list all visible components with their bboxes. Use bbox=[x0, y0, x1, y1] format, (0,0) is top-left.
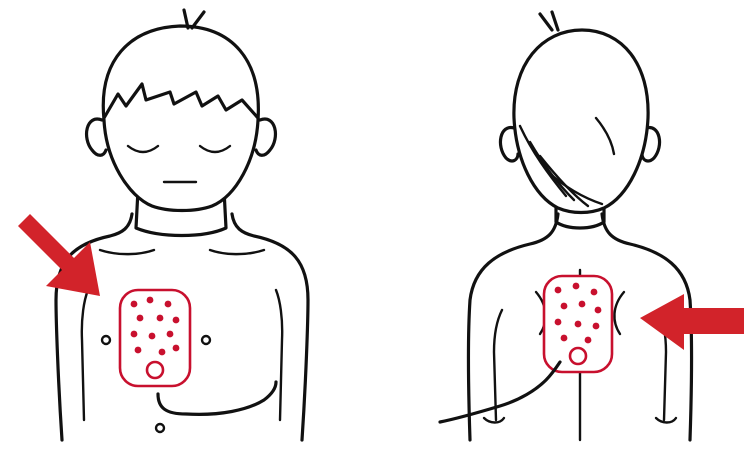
pad-dot bbox=[591, 289, 598, 296]
pad-dot bbox=[167, 331, 174, 338]
pad-dot bbox=[575, 321, 582, 328]
pad-dot bbox=[131, 301, 138, 308]
front-nipple-left bbox=[102, 336, 110, 344]
chest-pad-icon bbox=[120, 290, 190, 386]
pad-dot bbox=[131, 331, 138, 338]
back-figure bbox=[469, 12, 692, 440]
front-left-arm-line bbox=[82, 290, 88, 420]
pad-dot bbox=[585, 337, 592, 344]
pad-dot bbox=[157, 315, 164, 322]
back-pad-icon bbox=[544, 276, 612, 372]
front-right-arm-line bbox=[276, 290, 282, 420]
cable-icon bbox=[440, 362, 560, 422]
pad-dot bbox=[173, 345, 180, 352]
front-nipple-right bbox=[202, 336, 210, 344]
front-hair-tuft bbox=[184, 10, 204, 28]
front-collarbone-left bbox=[100, 250, 154, 254]
front-collarbone-right bbox=[210, 250, 264, 254]
pad-outline bbox=[120, 290, 190, 386]
pad-dot bbox=[561, 303, 568, 310]
front-navel bbox=[156, 424, 164, 432]
back-head bbox=[514, 30, 648, 213]
pad-dot bbox=[579, 301, 586, 308]
back-blade-right bbox=[614, 292, 624, 334]
pad-dot bbox=[593, 323, 600, 330]
back-elbow-right bbox=[656, 418, 676, 423]
pad-dot bbox=[147, 297, 154, 304]
pad-dot bbox=[165, 301, 172, 308]
pad-dot bbox=[149, 333, 156, 340]
pad-dot bbox=[173, 317, 180, 324]
pad-dot bbox=[573, 283, 580, 290]
pad-dot bbox=[595, 307, 602, 314]
arrow-down-right-icon bbox=[18, 214, 100, 296]
pad-dot bbox=[555, 319, 562, 326]
pad-dot bbox=[561, 335, 568, 342]
back-elbow-left bbox=[484, 418, 504, 423]
back-arm-line-left bbox=[494, 310, 502, 420]
pad-dot bbox=[135, 347, 142, 354]
back-hair-tuft bbox=[540, 12, 558, 30]
pad-dot bbox=[159, 349, 166, 356]
pad-dot bbox=[555, 287, 562, 294]
pad-dot bbox=[137, 315, 144, 322]
